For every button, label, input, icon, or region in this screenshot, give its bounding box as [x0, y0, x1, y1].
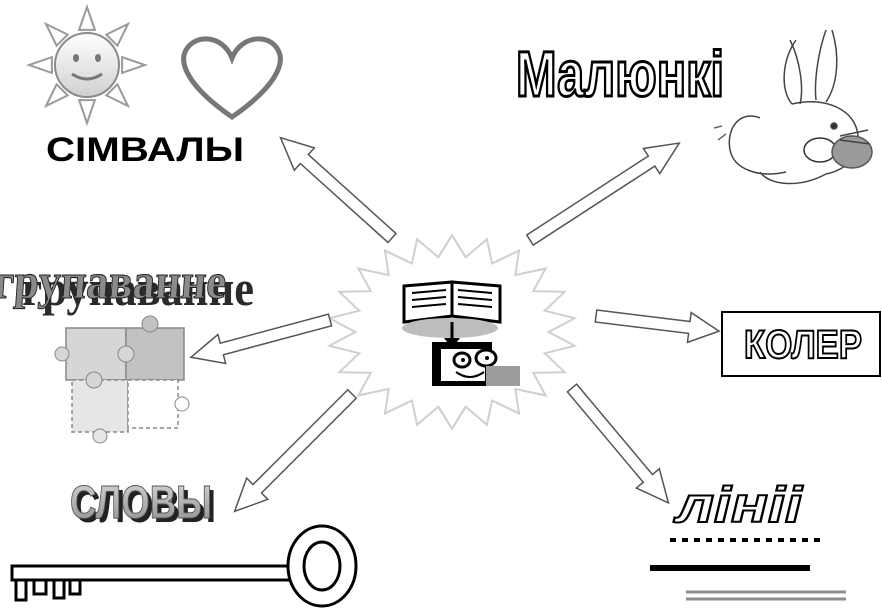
lines-label: лініі — [674, 477, 804, 533]
rabbit-icon — [714, 30, 872, 184]
color-label: КОЛЕР — [744, 323, 862, 367]
line-samples-icon — [650, 540, 846, 599]
sun-ray — [79, 7, 95, 30]
symbols-label: СІМВАЛЫ — [46, 131, 244, 169]
sun-ray — [122, 57, 145, 73]
grouping-label: групаванне — [0, 253, 228, 309]
arrow-to-pictures — [522, 130, 688, 252]
key-icon — [12, 526, 356, 606]
arrow-to-symbols — [270, 126, 402, 249]
sun-ray — [79, 100, 95, 123]
puzzle-icon — [55, 316, 189, 443]
arrow-to-lines — [561, 378, 680, 512]
words-label: СЛОВЫ — [70, 476, 212, 528]
arrow-to-words — [224, 383, 363, 522]
pictures-label: Малюнкі — [516, 38, 724, 110]
heart-icon — [184, 39, 281, 117]
sun-ray — [29, 57, 52, 73]
sun-icon — [29, 7, 145, 123]
arrow-to-color — [594, 301, 721, 346]
